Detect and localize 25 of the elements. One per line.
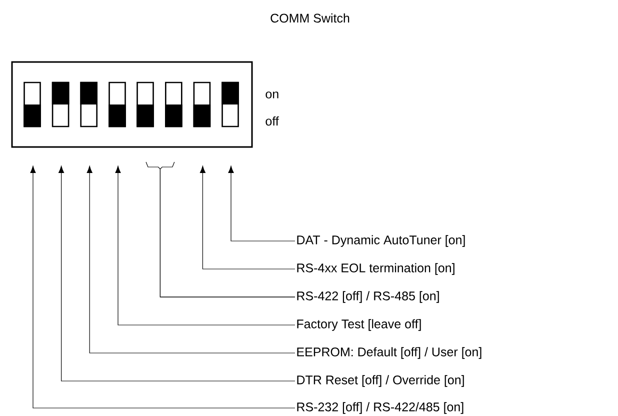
setting-label: DAT - Dynamic AutoTuner [on] (297, 235, 465, 247)
setting-label: EEPROM: Default [off] / User [on] (297, 347, 482, 359)
dip-toggle (108, 82, 126, 128)
dip-toggle (52, 82, 70, 128)
leader-line (58, 166, 296, 382)
setting-label: Factory Test [leave off] (297, 319, 421, 331)
dip-toggle (165, 82, 182, 128)
leader-line (30, 166, 296, 408)
switch-housing (11, 61, 253, 148)
title: COMM Switch (270, 13, 350, 23)
position-label: on (266, 92, 278, 98)
leader-line (200, 166, 296, 270)
leader-line (86, 166, 296, 354)
dip-toggle (80, 82, 98, 128)
dip-toggle (222, 82, 239, 128)
setting-label: DTR Reset [off] / Override [on] (297, 375, 464, 387)
setting-label: RS-4xx EOL termination [on] (297, 263, 454, 275)
position-label: off (266, 116, 279, 126)
dip-toggle (136, 82, 154, 128)
leader-line (115, 166, 296, 326)
setting-label: RS-422 [off] / RS-485 [on] (297, 291, 439, 303)
dip-toggle (193, 82, 211, 128)
setting-label: RS-232 [off] / RS-422/485 [on] (297, 402, 464, 414)
leader-line (228, 166, 296, 242)
dip-toggle (24, 82, 41, 128)
